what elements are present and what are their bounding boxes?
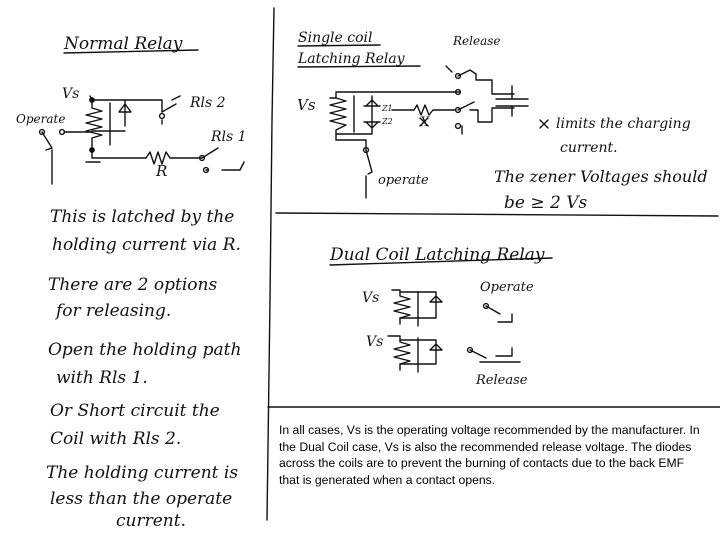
output-line <box>469 73 515 123</box>
normal-relay-title: Normal Relay <box>63 34 183 54</box>
supply-line <box>89 95 163 113</box>
label-vs: Vs <box>62 86 79 102</box>
normal-relay-notes: This is latched by the holding current v… <box>46 207 241 531</box>
note-line: current. <box>116 511 186 531</box>
single-coil-underline <box>297 44 421 68</box>
label-operate: Operate <box>16 112 65 126</box>
rls2-contact <box>161 95 181 125</box>
release-contact <box>469 347 521 363</box>
note-line: Coil with Rls 2. <box>50 429 181 449</box>
label-vs-top: Vs <box>362 290 379 306</box>
dual-coil-underline <box>329 257 553 266</box>
holding-path <box>91 144 147 159</box>
operate-contact <box>485 305 513 323</box>
label-release: Release <box>452 34 501 48</box>
x-mark-icon <box>539 119 549 129</box>
single-coil-title-2: Latching Relay <box>297 51 406 67</box>
operate-terminal <box>482 302 490 310</box>
latch-contact <box>454 106 462 114</box>
single-coil-section: Single coil Latching Relay Release Vs Z1… <box>297 30 708 213</box>
title-underline <box>63 49 199 54</box>
note-line: There are 2 options <box>48 275 217 295</box>
release-lever <box>445 65 477 77</box>
note-line: for releasing. <box>54 301 171 321</box>
bottom-diode <box>399 339 443 365</box>
note-line: This is latched by the <box>50 207 234 227</box>
release-terminal <box>466 346 474 354</box>
horizontal-divider-right <box>275 212 719 217</box>
operate-switch-lever <box>41 131 93 185</box>
operate-terminal <box>362 146 370 154</box>
rls1-terminal-2 <box>202 166 210 174</box>
note-line: with Rls 1. <box>56 368 148 388</box>
note-line: The holding current is <box>46 463 238 483</box>
label-vs-bottom: Vs <box>366 334 383 350</box>
bottom-coil <box>387 335 411 371</box>
vertical-divider <box>266 7 275 521</box>
label-r: R <box>155 162 167 180</box>
resistor-r <box>145 151 203 165</box>
note-line: less than the operate <box>50 489 232 509</box>
holding-dot <box>89 147 95 153</box>
dual-coil-section: Dual Coil Latching Relay Vs Vs Operate R… <box>329 245 553 388</box>
flyback-diode <box>91 99 132 132</box>
latch-lever <box>457 101 475 135</box>
zener-note-line-1: The zener Voltages should <box>494 167 708 186</box>
capacitor <box>495 85 529 117</box>
label-release: Release <box>475 373 528 388</box>
operate-path <box>335 139 367 151</box>
label-vs: Vs <box>297 96 316 114</box>
label-z2: Z2 <box>381 117 393 126</box>
single-coil-title-1: Single coil <box>298 30 372 46</box>
x-note-line-2: current. <box>560 140 618 156</box>
zener-note-line-2: be ≥ 2 Vs <box>504 193 587 213</box>
release-contact <box>454 72 462 80</box>
latch-contact-2 <box>454 122 462 130</box>
label-rls2: Rls 2 <box>189 95 226 111</box>
note-line: Open the holding path <box>48 340 241 360</box>
explanatory-note: In all cases, Vs is the operating voltag… <box>279 423 700 487</box>
rls2-terminal <box>158 112 166 120</box>
rls1-contact <box>201 147 219 171</box>
resistor-x-mark <box>419 117 429 127</box>
note-line: Or Short circuit the <box>50 401 220 421</box>
label-operate: Operate <box>480 280 534 295</box>
x-note-line-1: limits the charging <box>556 116 691 132</box>
relay-coil <box>329 97 347 141</box>
release-contact-2 <box>454 88 462 96</box>
top-diode <box>399 291 443 319</box>
zener-diodes <box>335 95 381 135</box>
ground-bar <box>221 161 245 171</box>
charging-resistor <box>391 104 457 116</box>
supply-line <box>329 91 461 99</box>
operate-switch <box>365 149 373 199</box>
label-operate: operate <box>378 173 429 188</box>
normal-relay-section: Normal Relay Vs Operate Rls 2 Rls 1 R <box>16 34 247 531</box>
top-coil <box>391 289 411 325</box>
label-rls1: Rls 1 <box>210 129 247 145</box>
relay-coil <box>85 99 103 146</box>
note-line: holding current via R. <box>52 235 241 255</box>
operate-switch-terminal <box>38 128 46 136</box>
rls1-terminal <box>198 154 206 162</box>
label-z1: Z1 <box>381 104 393 113</box>
